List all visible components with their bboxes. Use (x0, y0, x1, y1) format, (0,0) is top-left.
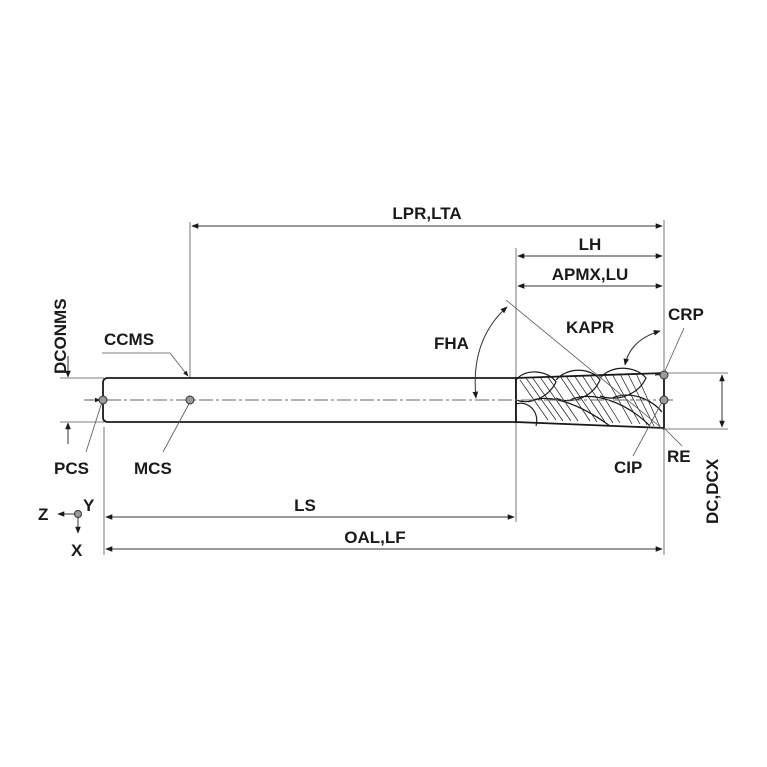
cip-point (659, 395, 669, 405)
callout-kapr: KAPR (566, 318, 661, 366)
dimension-apmx-lu: APMX,LU (517, 265, 663, 289)
label-axis-x: X (71, 541, 83, 560)
callout-mcs: MCS (134, 395, 195, 478)
label-lh: LH (579, 235, 602, 254)
label-pcs: PCS (54, 459, 89, 478)
label-apmx-lu: APMX,LU (552, 265, 629, 284)
callout-crp: CRP (659, 305, 704, 380)
label-fha: FHA (434, 334, 469, 353)
label-dc-dcx: DC,DCX (703, 458, 722, 524)
callout-pcs: PCS (54, 395, 108, 478)
label-mcs: MCS (134, 459, 172, 478)
label-kapr: KAPR (566, 318, 614, 337)
label-re: RE (667, 447, 691, 466)
pcs-point (98, 395, 108, 405)
callout-fha: FHA (434, 299, 665, 431)
extension-lines (60, 220, 728, 555)
mcs-point (185, 395, 195, 405)
label-oal-lf: OAL,LF (344, 528, 405, 547)
dimension-lpr-lta: LPR,LTA (191, 204, 663, 229)
callout-re: RE (663, 427, 691, 466)
label-crp: CRP (668, 305, 704, 324)
dimension-ls: LS (105, 496, 515, 520)
axis-origin-point (74, 510, 82, 518)
tool-flutes (515, 367, 665, 429)
dimension-dconms: DCONMS (51, 298, 71, 444)
axis-triad: Z Y X (38, 496, 95, 560)
label-lpr-lta: LPR,LTA (392, 204, 461, 223)
callout-cip: CIP (614, 395, 669, 477)
dimension-lh: LH (517, 235, 663, 259)
crp-point (659, 370, 669, 380)
label-axis-y: Y (83, 496, 95, 515)
label-ccms: CCMS (104, 330, 154, 349)
label-cip: CIP (614, 458, 642, 477)
callout-ccms: CCMS (102, 330, 189, 377)
label-dconms: DCONMS (51, 298, 70, 374)
label-ls: LS (294, 496, 316, 515)
dimension-dc-dcx: DC,DCX (703, 374, 725, 524)
dimension-oal-lf: OAL,LF (105, 528, 663, 552)
label-axis-z: Z (38, 505, 48, 524)
